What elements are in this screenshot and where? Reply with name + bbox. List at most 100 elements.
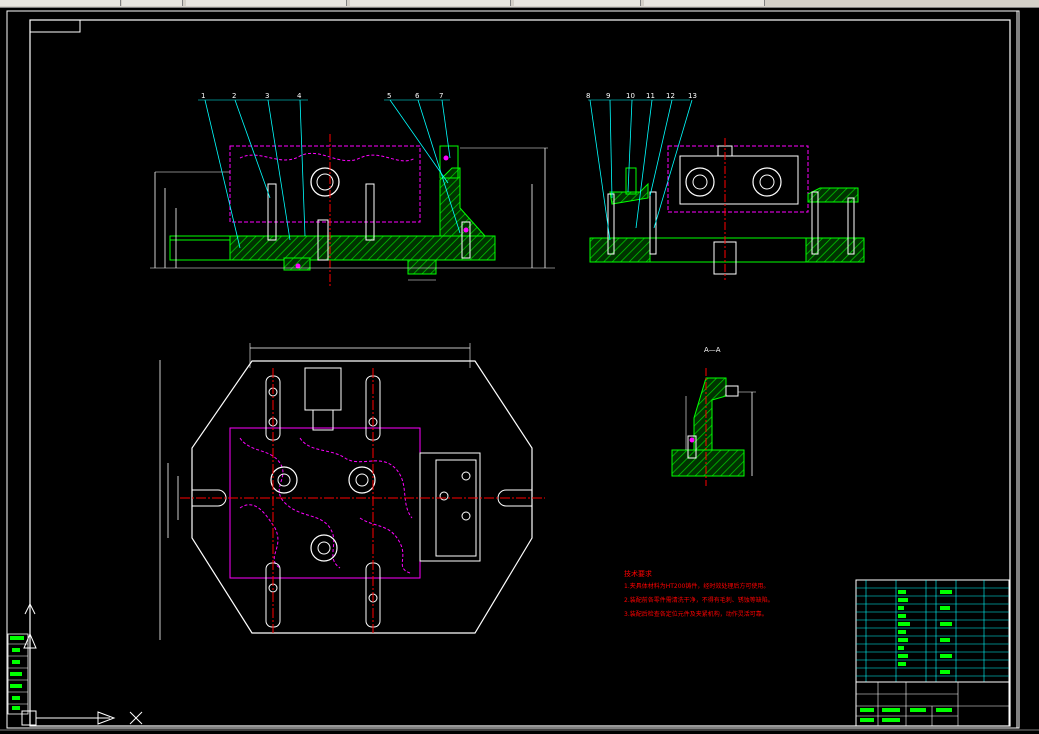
front-stud-2 — [365, 183, 375, 241]
notes-line: 2.装配前各零件需清洗干净，不得有毛刺、锈蚀等缺陷。 — [624, 596, 774, 604]
notes-heading: 技术要求 — [624, 569, 652, 578]
toolbar-strip — [0, 0, 1039, 8]
front-workpiece-contour — [239, 152, 416, 162]
front-marker-3 — [443, 155, 449, 161]
leader-label: 12 — [666, 92, 675, 100]
toolbar-segment[interactable] — [122, 0, 183, 6]
title-cell-marks — [860, 708, 952, 722]
front-marker-2 — [463, 227, 469, 233]
top-pin-1 — [270, 466, 298, 494]
top-pin-2-inner — [355, 473, 369, 487]
leader-label: 3 — [265, 92, 269, 100]
leader-4 — [299, 99, 306, 237]
leader-label: 5 — [387, 92, 391, 100]
leader-5 — [389, 99, 449, 184]
leader-12 — [649, 99, 673, 197]
top-block-stem — [312, 409, 334, 431]
bom-table — [855, 579, 1010, 683]
front-stud-1 — [267, 183, 277, 241]
top-right-hole-1 — [461, 471, 471, 481]
section-bolt — [687, 435, 697, 459]
leader-6 — [417, 99, 461, 234]
leader-1 — [204, 99, 241, 249]
top-pin-2 — [348, 466, 376, 494]
side-base-hatch-r — [805, 237, 865, 263]
section-view: A—A — [671, 346, 756, 486]
front-key-2 — [407, 259, 437, 275]
front-bracket-top — [439, 145, 459, 179]
revision-strip — [7, 633, 29, 715]
leader-label: 2 — [232, 92, 236, 100]
side-view — [588, 99, 865, 280]
section-bracket — [693, 377, 727, 451]
crosshair-icon — [129, 711, 143, 725]
front-workpiece — [229, 145, 421, 223]
rev-block — [7, 633, 29, 715]
leader-13 — [653, 99, 693, 229]
top-right-block — [419, 452, 481, 562]
top-block — [304, 367, 342, 411]
side-bolt-2 — [649, 191, 657, 255]
leader-label: 1 — [201, 92, 205, 100]
side-pin-left — [685, 167, 715, 197]
front-locating-pin — [310, 167, 340, 197]
leader-3 — [267, 99, 291, 241]
sheet-border — [6, 10, 1020, 729]
bom-cell-marks — [898, 590, 952, 674]
side-base-hatch-l — [589, 237, 651, 263]
front-stud-4 — [461, 221, 471, 259]
front-locating-pin-inner — [316, 173, 334, 191]
toolbar-segment[interactable] — [514, 0, 641, 6]
toolbar-segment[interactable] — [0, 0, 121, 6]
side-post-left — [625, 167, 637, 195]
bom-grid — [856, 580, 1009, 682]
section-label: A—A — [704, 346, 721, 354]
title-block — [855, 579, 1010, 727]
leader-8 — [589, 99, 611, 241]
side-workpiece — [667, 145, 809, 213]
front-leader-labels: 1 2 3 4 5 6 7 — [201, 92, 443, 100]
toolbar-segment[interactable] — [644, 0, 765, 6]
top-pin-3 — [310, 534, 338, 562]
front-stud-3 — [317, 219, 329, 261]
toolbar-segment[interactable] — [186, 0, 347, 6]
top-workpiece-cavities — [239, 437, 413, 574]
corner-block — [29, 19, 81, 33]
top-pin-1-inner — [277, 473, 291, 487]
side-pin-right — [752, 167, 782, 197]
leader-label: 6 — [415, 92, 420, 100]
side-bolt-3 — [811, 191, 819, 255]
top-right-hole-3 — [439, 491, 449, 501]
front-marker — [295, 263, 301, 269]
drawing-canvas[interactable]: 1 2 3 4 5 6 7 8 9 — [0, 8, 1039, 734]
side-block — [679, 155, 799, 205]
leader-7 — [441, 99, 451, 159]
leader-label: 7 — [439, 92, 443, 100]
notes-line: 1.夹具体材料为HT200铸件，经时效处理后方可使用。 — [624, 582, 769, 590]
front-view — [150, 99, 555, 288]
side-clamp-right — [807, 187, 859, 203]
tech-notes: 技术要求 1.夹具体材料为HT200铸件，经时效处理后方可使用。 2.装配前各零… — [624, 569, 774, 618]
leader-9 — [609, 99, 613, 199]
inner-frame — [29, 19, 1011, 727]
title-grid — [856, 682, 1009, 726]
toolbar-segment[interactable] — [350, 0, 511, 6]
ucs-icon — [21, 602, 116, 726]
side-pin-left-inner — [692, 174, 708, 190]
side-bolt-4 — [847, 197, 855, 255]
leader-label: 11 — [646, 92, 655, 100]
top-base-outline — [191, 360, 533, 634]
front-bracket — [439, 167, 487, 237]
leader-11 — [635, 99, 653, 229]
leader-label: 4 — [297, 92, 302, 100]
cad-drawing: 1 2 3 4 5 6 7 8 9 — [0, 10, 1039, 731]
top-uslot-right — [497, 489, 532, 507]
leader-label: 8 — [586, 92, 590, 100]
top-pin-3-inner — [317, 541, 331, 555]
section-pin — [725, 385, 739, 397]
top-view — [159, 343, 545, 640]
section-marker — [689, 437, 695, 443]
side-pin-right-inner — [759, 174, 775, 190]
leader-10 — [627, 99, 633, 193]
leader-label: 10 — [626, 92, 635, 100]
